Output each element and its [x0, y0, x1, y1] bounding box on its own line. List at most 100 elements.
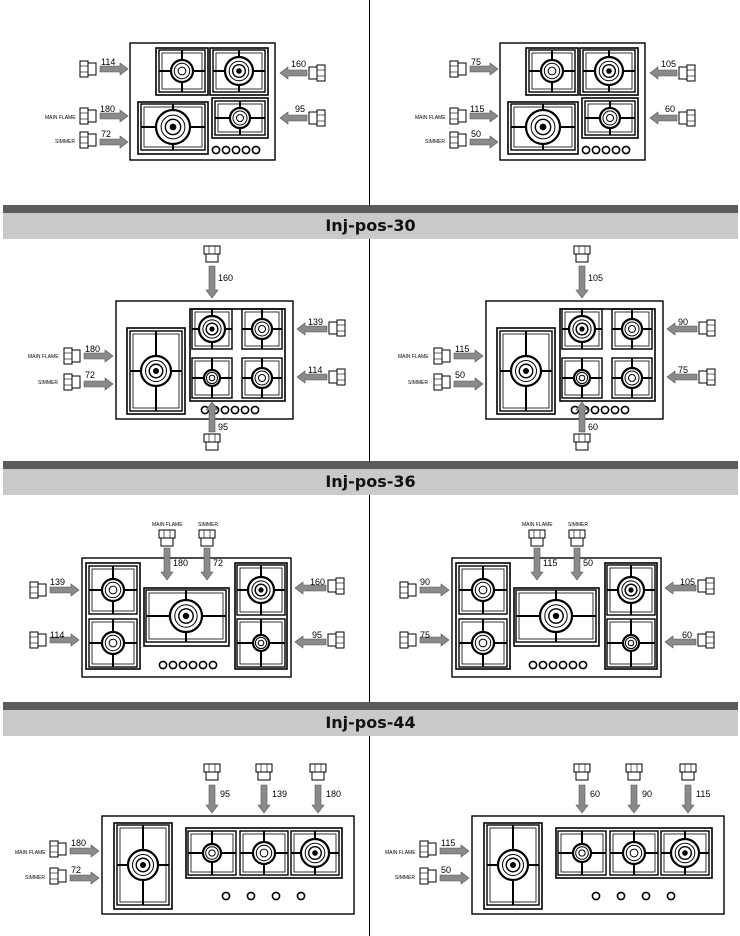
burner-br-s0-right — [584, 100, 636, 136]
knob-s1-left-4 — [230, 405, 240, 415]
burner-lb-s2-right — [458, 618, 508, 668]
hob-outline-s1-left — [115, 300, 294, 420]
hob-outline-s0-right — [499, 42, 646, 161]
nozzle-bottom-s1-right — [573, 433, 591, 451]
arrow-rt-s1-right — [666, 322, 698, 336]
arrow-simmer-s3-right — [439, 871, 470, 885]
arrow-rt-s2-left — [294, 581, 327, 595]
arrow-simmer-s1-right — [453, 377, 484, 391]
knob-s2-right-4 — [558, 660, 568, 670]
section-band-inj-pos-36: Inj-pos-36 — [3, 461, 738, 495]
arrow-simmer-s2-right — [570, 547, 584, 581]
arrow-main-s1-right — [453, 349, 484, 363]
knob-s2-left-4 — [188, 660, 198, 670]
label-simmer-s0-right: SIMMER — [425, 139, 445, 145]
burner-rt-s2-left — [236, 564, 286, 616]
zone-row-s3-left — [185, 827, 343, 879]
knob-s3-left-2 — [246, 891, 256, 901]
nozzle-top-s1-right — [573, 245, 591, 263]
zone-main-s1-right — [559, 308, 656, 402]
knob-s1-right-5 — [610, 405, 620, 415]
knob-s0-right-5 — [621, 145, 631, 155]
arrow-bottom-s1-left — [205, 401, 219, 433]
value-main-s2-left: 180 — [173, 558, 188, 568]
nozzle-simmer-s2-left — [198, 529, 216, 547]
knob-s2-right-6 — [578, 660, 588, 670]
value-main-s3-left: 180 — [71, 838, 86, 848]
value-tr-s0-left: 160 — [291, 59, 306, 69]
value-top1-s3-left: 95 — [220, 789, 230, 799]
nozzle-main-s1-left — [63, 347, 81, 365]
value-top1-s3-right: 60 — [590, 789, 600, 799]
arrow-bottom-s1-right — [575, 401, 589, 433]
value-top3-s3-left: 180 — [326, 789, 341, 799]
label-main-flame-s3-left: MAIN FLAME — [15, 850, 46, 856]
value-main-s1-left: 180 — [85, 344, 100, 354]
zone-tr-s0-left — [209, 47, 269, 96]
nozzle-simmer-s0-left — [79, 131, 97, 149]
value-rb-s2-left: 95 — [312, 630, 322, 640]
arrow-br-s0-left — [279, 111, 308, 125]
value-simmer-s1-left: 72 — [85, 370, 95, 380]
knob-s1-left-3 — [220, 405, 230, 415]
center-divider-s44 — [369, 736, 370, 936]
value-main-s0-right: 115 — [470, 104, 484, 114]
section-title-inj-pos-30: Inj-pos-30 — [325, 216, 416, 235]
arrow-simmer-s0-left — [99, 135, 129, 149]
arrow-tl-s0-left — [99, 62, 129, 76]
zone-wok-s1-left — [126, 327, 186, 415]
arrow-top1-s3-left — [205, 784, 219, 814]
value-lt-s2-right: 90 — [420, 577, 430, 587]
zone-wok-s3-left — [113, 822, 173, 910]
value-top2-s3-right: 90 — [642, 789, 652, 799]
hob-outline-s3-left — [101, 815, 355, 915]
label-simmer-s1-right: SIMMER — [408, 380, 428, 386]
value-simmer-s2-left: 72 — [213, 558, 223, 568]
nozzle-rt-s1-right — [698, 319, 716, 337]
arrow-rb-s1-left — [296, 370, 328, 384]
burner-tr-s0-right — [582, 49, 636, 93]
zone-left-s2-right — [455, 562, 511, 670]
arrow-main-s0-left — [99, 109, 129, 123]
arrow-main-s1-left — [83, 349, 114, 363]
knob-s3-right-2 — [616, 891, 626, 901]
knob-s3-right-1 — [591, 891, 601, 901]
knob-s2-right-3 — [548, 660, 558, 670]
label-main-flame-s2-right: MAIN FLAME — [522, 522, 553, 528]
zone-bl-s0-right — [507, 101, 579, 155]
value-top-s1-right: 105 — [588, 273, 603, 283]
burner-2-s3-left — [239, 830, 289, 876]
knob-s1-right-4 — [600, 405, 610, 415]
burner-2-s3-right — [609, 830, 659, 876]
nozzle-top1-s3-right — [573, 763, 591, 781]
nozzle-top2-s3-left — [255, 763, 273, 781]
hob-outline-s3-right — [471, 815, 725, 915]
section-band-inj-pos-30: Inj-pos-30 — [3, 205, 738, 239]
burner-wok-s1-left — [129, 330, 183, 412]
arrow-rt-s1-left — [296, 322, 328, 336]
nozzle-top3-s3-right — [679, 763, 697, 781]
label-simmer-s1-left: SIMMER — [38, 380, 58, 386]
hob-outline-s2-right — [451, 557, 662, 678]
value-simmer-s3-left: 72 — [71, 865, 81, 875]
value-rt-s2-left: 160 — [310, 577, 325, 587]
arrow-top3-s3-left — [311, 784, 325, 814]
arrow-simmer-s3-left — [69, 871, 100, 885]
label-simmer-s2-left: SIMMER — [198, 522, 218, 528]
nozzle-tl-s0-left — [79, 60, 97, 78]
section-title-inj-pos-44: Inj-pos-44 — [325, 713, 416, 732]
value-rt-s1-left: 139 — [308, 317, 323, 327]
zone-center-s2-left — [143, 587, 230, 647]
nozzle-main-s2-right — [528, 529, 546, 547]
value-tr-s0-right: 105 — [661, 59, 676, 69]
nozzle-rt-s1-left — [328, 319, 346, 337]
nozzle-top2-s3-right — [625, 763, 643, 781]
value-bottom-s1-right: 60 — [588, 422, 598, 432]
nozzle-main-s2-left — [158, 529, 176, 547]
knob-s0-left-2 — [221, 145, 231, 155]
arrow-rb-s1-right — [666, 370, 698, 384]
zone-tl-s0-right — [525, 47, 579, 96]
knob-s0-left-3 — [231, 145, 241, 155]
zone-bl-s0-left — [137, 101, 209, 155]
